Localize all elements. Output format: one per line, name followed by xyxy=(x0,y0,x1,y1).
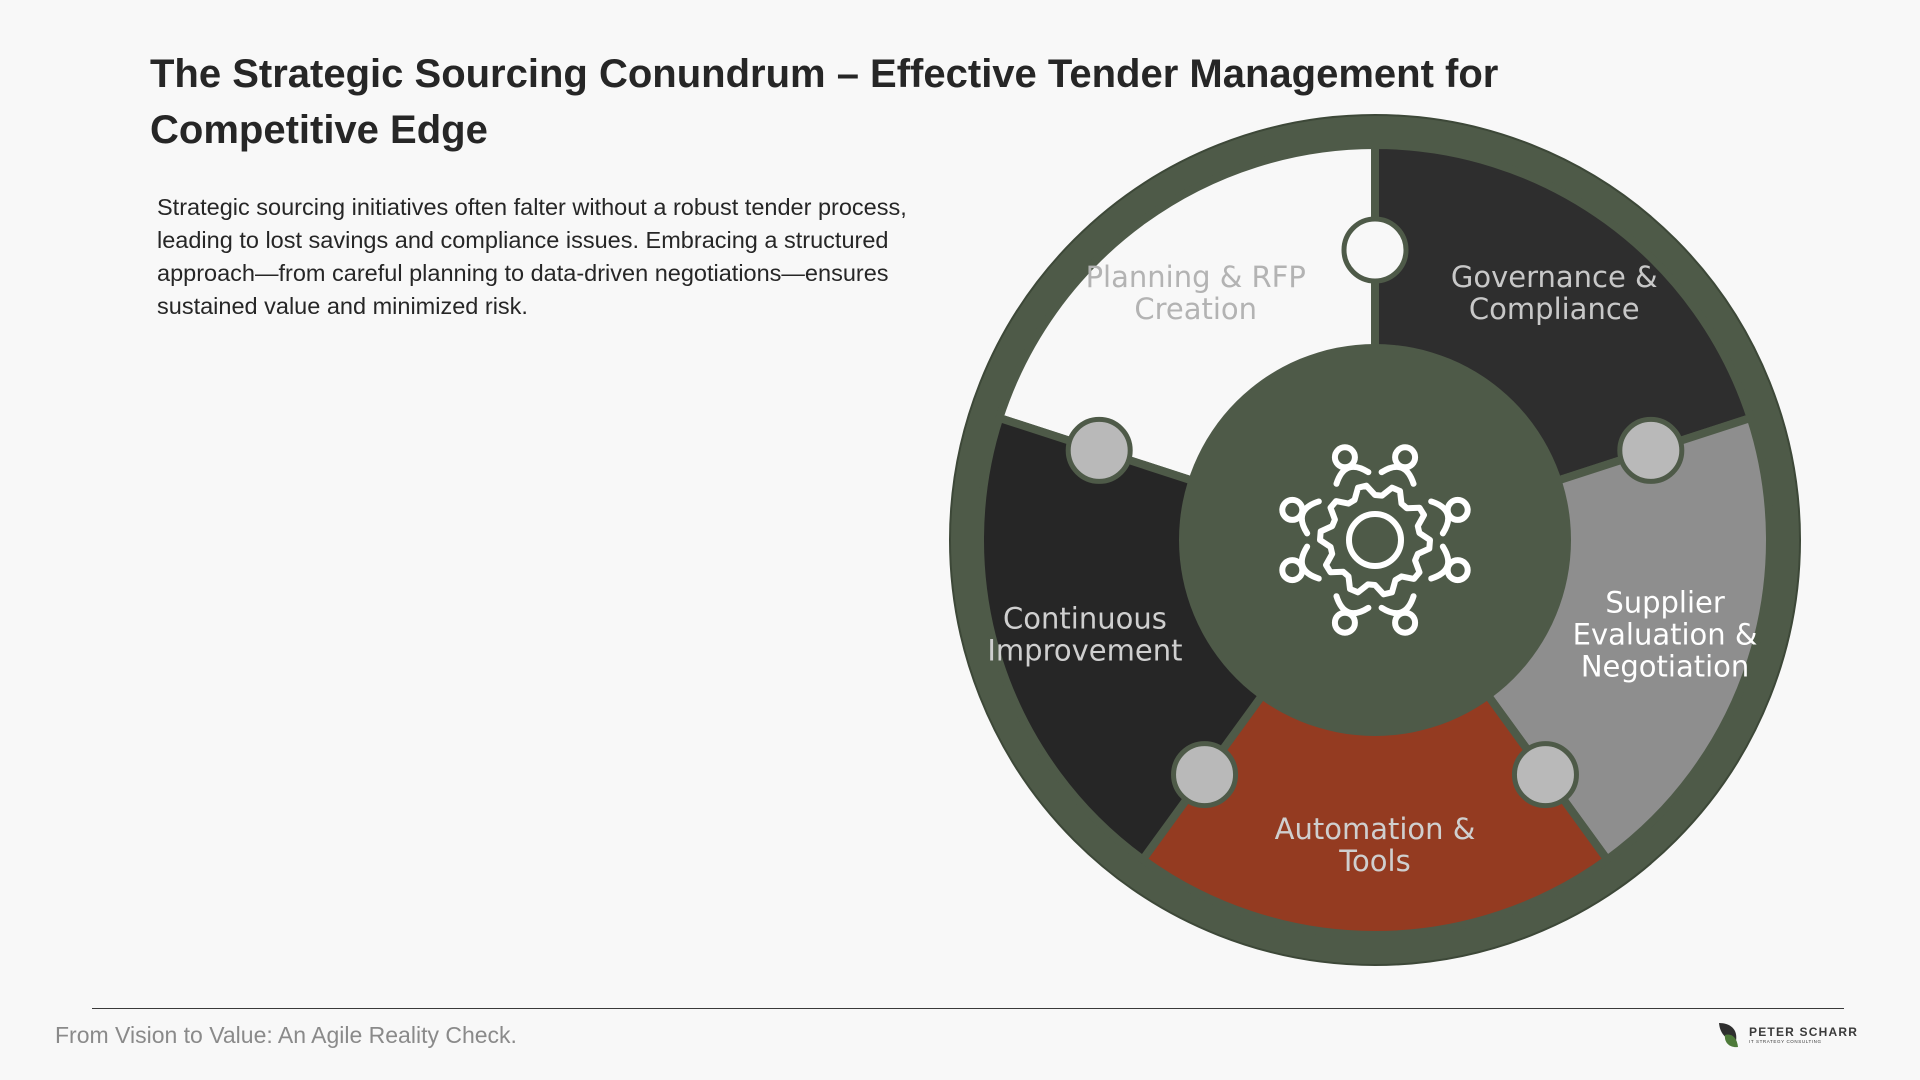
slide-title: The Strategic Sourcing Conundrum – Effec… xyxy=(150,52,1499,152)
leaf-logo-icon xyxy=(1719,1023,1738,1048)
connector-knob xyxy=(1065,416,1133,484)
label-automation-and-tools: Automation &Tools xyxy=(1275,812,1476,878)
connector-knob xyxy=(1171,741,1239,809)
gear-people-icon xyxy=(1279,444,1471,636)
footer-tagline: From Vision to Value: An Agile Reality C… xyxy=(55,1022,517,1048)
logo-name: PETER SCHARR xyxy=(1749,1024,1859,1039)
logo-tagline: IT STRATEGY CONSULTING xyxy=(1749,1038,1822,1044)
footer-divider xyxy=(92,1008,1844,1009)
connector-knob xyxy=(1341,216,1409,284)
connector-knob xyxy=(1617,416,1685,484)
label-governance-and-compliance: Governance &Compliance xyxy=(1451,260,1658,326)
company-logo: PETER SCHARR IT STRATEGY CONSULTING xyxy=(1716,1019,1858,1051)
connector-knob xyxy=(1511,741,1579,809)
center-hub xyxy=(1179,344,1571,736)
intro-paragraph: Strategic sourcing initiatives often fal… xyxy=(157,194,907,319)
segment-automation-and-tools xyxy=(1138,536,1612,939)
